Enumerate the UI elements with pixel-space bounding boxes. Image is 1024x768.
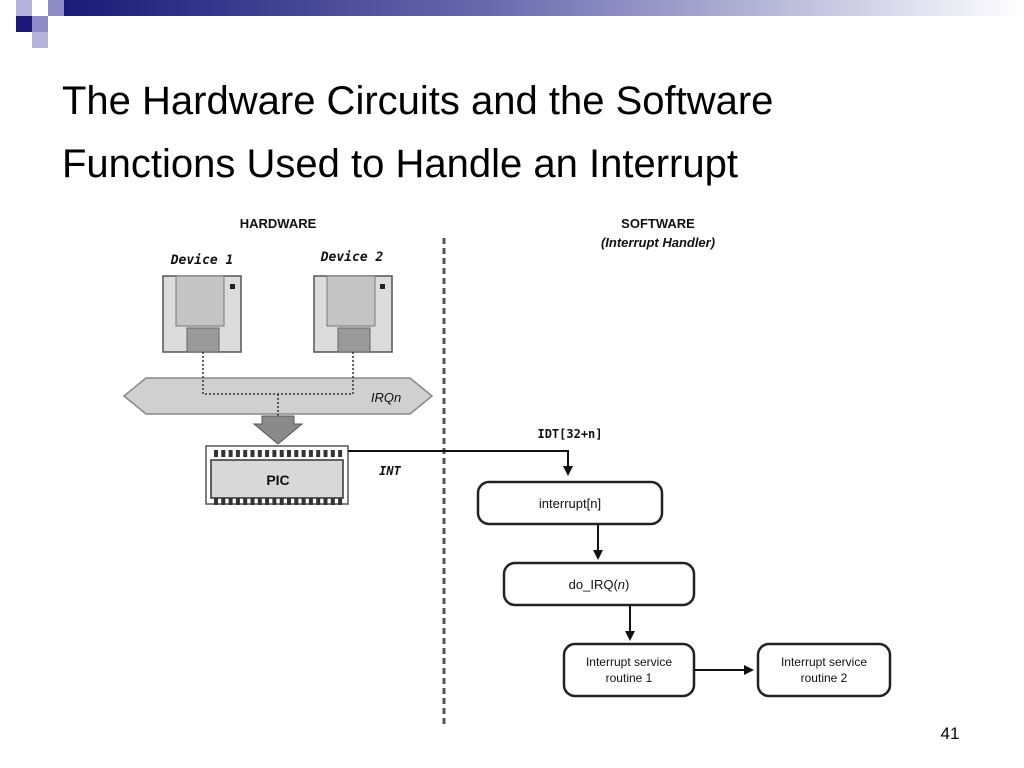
- pic-pin-top: [250, 450, 255, 457]
- pic-pin-bottom: [279, 498, 284, 505]
- pic-pin-bottom: [250, 498, 255, 505]
- do-irq-box: [502, 561, 696, 607]
- deco-square: [16, 0, 32, 16]
- do-irq-param: n: [618, 577, 625, 592]
- pic-pin-bottom: [272, 498, 277, 505]
- software-label: SOFTWARE: [621, 216, 695, 231]
- do-irq-prefix: do_IRQ(: [569, 577, 619, 592]
- slide-title-line-2: Functions Used to Handle an Interrupt: [62, 142, 738, 186]
- irq-label: IRQn: [371, 390, 401, 405]
- pic-pin-top: [228, 450, 233, 457]
- isr-2-box: [756, 642, 892, 698]
- pic-pin-bottom: [323, 498, 328, 505]
- deco-square: [16, 16, 32, 32]
- pic-pin-top: [294, 450, 299, 457]
- pic-pin-bottom: [235, 498, 240, 505]
- pic-pin-bottom: [301, 498, 306, 505]
- device-2-icon: [313, 275, 393, 353]
- deco-square: [48, 16, 64, 32]
- deco-square: [48, 0, 64, 16]
- hardware-label: HARDWARE: [240, 216, 317, 231]
- int-label: INT: [379, 464, 401, 478]
- pic-pin-bottom: [243, 498, 248, 505]
- device-2-label: Device 2: [320, 250, 384, 265]
- device-1-icon: [162, 275, 242, 353]
- pic-pin-top: [257, 450, 262, 457]
- pic-pin-top: [338, 450, 343, 457]
- isr-1-label-line-1: Interrupt service: [586, 655, 672, 669]
- pic-pin-bottom: [338, 498, 343, 505]
- interrupt-n-label: interrupt[n]: [539, 496, 601, 511]
- pic-pin-bottom: [287, 498, 291, 505]
- pic-pin-top: [279, 450, 284, 457]
- deco-square: [32, 0, 48, 16]
- deco-square: [0, 0, 16, 16]
- title-decoration: [0, 0, 1024, 48]
- pic-pin-top: [243, 450, 248, 457]
- isr-2-label-line-1: Interrupt service: [781, 655, 867, 669]
- pic-label: PIC: [266, 472, 289, 488]
- pic-pin-bottom: [221, 498, 226, 505]
- do-irq-suffix: ): [625, 577, 629, 592]
- isr-2-label-line-2: routine 2: [801, 671, 848, 685]
- pic-pins: [214, 450, 343, 505]
- int-line: [348, 450, 573, 476]
- slide-title: The Hardware Circuits and the Software F…: [62, 70, 962, 196]
- pic-pin-top: [301, 450, 306, 457]
- slide-title-line-1: The Hardware Circuits and the Software: [62, 79, 774, 123]
- deco-square: [32, 16, 48, 32]
- pic-pin-bottom: [330, 498, 335, 505]
- interrupt-n-box: [476, 480, 664, 526]
- pic-pin-top: [287, 450, 291, 457]
- pic-pin-bottom: [228, 498, 233, 505]
- device-1-label: Device 1: [170, 253, 234, 268]
- software-sublabel: (Interrupt Handler): [601, 235, 715, 250]
- pic-pin-top: [272, 450, 277, 457]
- pic-pin-top: [330, 450, 335, 457]
- do-irq-label: do_IRQ(n): [569, 577, 630, 592]
- pic-pin-top: [235, 450, 240, 457]
- isr-1-box: [562, 642, 696, 698]
- pic-input-arrow: [252, 415, 304, 445]
- pic-pin-bottom: [294, 498, 299, 505]
- pic-pin-top: [323, 450, 328, 457]
- deco-square: [32, 32, 48, 48]
- pic-pin-bottom: [214, 498, 218, 505]
- title-gradient-bar: [64, 0, 1024, 16]
- pic-pin-bottom: [257, 498, 262, 505]
- pic-pin-bottom: [316, 498, 321, 505]
- pic-pin-top: [214, 450, 218, 457]
- pic-pin-top: [316, 450, 321, 457]
- pic-pin-top: [308, 450, 313, 457]
- pic-pin-top: [265, 450, 270, 457]
- pic-pin-bottom: [308, 498, 313, 505]
- page-number: 41: [940, 724, 960, 743]
- pic-pin-top: [221, 450, 226, 457]
- pic-pin-bottom: [265, 498, 270, 505]
- idt-label: IDT[32+n]: [537, 427, 602, 441]
- isr-1-label-line-2: routine 1: [606, 671, 653, 685]
